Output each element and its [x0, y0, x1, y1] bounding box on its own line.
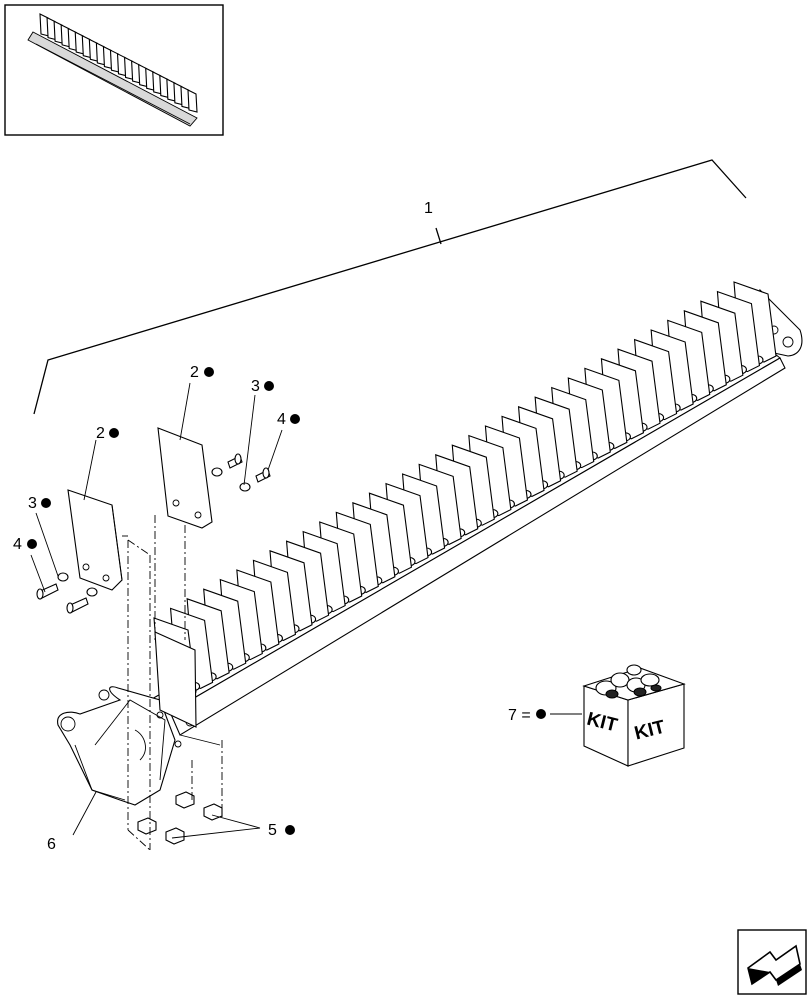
callout-1: 1 [424, 200, 433, 217]
kit-marker-dot-icon [285, 825, 295, 835]
callout-5: 5 [268, 822, 277, 839]
kit-marker-dot-icon [290, 414, 300, 424]
shear-plate-detail-front [154, 631, 197, 728]
navigation-arrow-icon[interactable] [737, 929, 807, 995]
kit-marker-dot-icon [109, 428, 119, 438]
shear-plate-detail-upper [157, 427, 213, 529]
leader-lines [30, 382, 582, 839]
hardware-upper [211, 453, 271, 492]
kit-box-icon: KIT KIT [582, 664, 686, 767]
callout-labels: 1 2 2 3 3 4 4 5 6 7 = [13, 200, 546, 853]
left-end-bracket [57, 686, 195, 806]
kit-marker-dot-icon [204, 367, 214, 377]
callout-3a: 3 [28, 495, 37, 512]
callout-2a: 2 [96, 425, 105, 442]
assembly-centerlines [127, 515, 223, 851]
callout-4a: 4 [13, 536, 22, 553]
kit-marker-dot-icon [27, 539, 37, 549]
kit-marker-dot-icon [264, 381, 274, 391]
kit-marker-dot-icon [41, 498, 51, 508]
nuts [137, 791, 223, 845]
callout-6: 6 [47, 836, 56, 853]
callout-7: 7 = [508, 707, 531, 724]
callout-3b: 3 [251, 378, 260, 395]
shear-plates [153, 281, 777, 701]
callout-2b: 2 [190, 364, 199, 381]
assembly-thumbnail [4, 4, 224, 136]
thumb-plate [187, 89, 198, 113]
callout-4b: 4 [277, 411, 286, 428]
shear-plate-detail-left [67, 489, 128, 591]
assembly-bracket [33, 159, 747, 415]
kit-marker-dot-icon [536, 709, 546, 719]
hardware-left [36, 572, 98, 614]
